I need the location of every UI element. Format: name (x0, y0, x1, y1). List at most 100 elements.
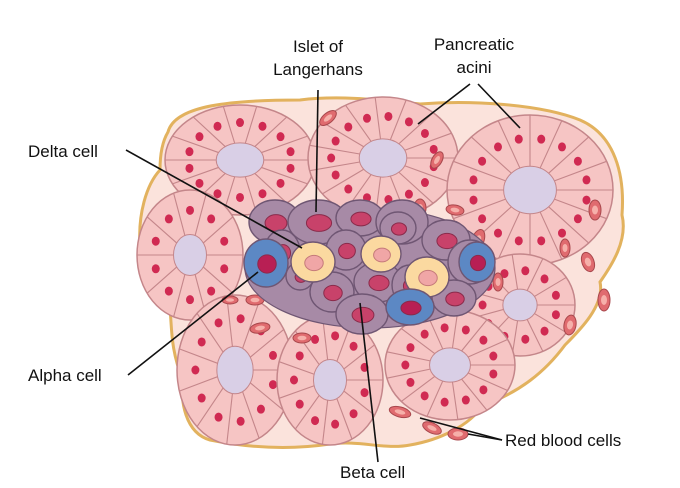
acinar-cell-wall (249, 329, 285, 358)
acinar-nucleus (331, 419, 340, 429)
acinar-cell-wall (401, 375, 436, 402)
acinar-nucleus (331, 331, 340, 341)
acinar-cell-wall (548, 206, 590, 244)
acinar-cell-wall (242, 391, 260, 439)
acinar-nucleus (236, 118, 244, 128)
acinar-nucleus (493, 142, 502, 152)
acinar-nucleus (331, 170, 340, 180)
acinar-nucleus (236, 192, 244, 202)
acinar-cell-wall (202, 266, 234, 294)
acinar-nucleus (214, 412, 223, 422)
acinar-nucleus (286, 163, 295, 173)
acinar-cell-wall (401, 328, 436, 355)
acinar-nucleus (478, 156, 487, 166)
leader-rbc-2 (467, 433, 503, 441)
acinar-nucleus (440, 323, 449, 333)
islet-of-langerhans (243, 199, 496, 335)
rbc-center (495, 277, 501, 287)
acinar-cell-wall (467, 338, 508, 358)
acinar-nucleus (268, 350, 277, 360)
rbc-center (297, 335, 307, 341)
acinar-cell-wall (470, 136, 512, 174)
acinar-nucleus (420, 391, 429, 401)
acinar-cell-wall (226, 393, 233, 445)
rbc-center (323, 114, 333, 122)
acinar-nucleus (276, 178, 285, 188)
acinar-nucleus (469, 175, 478, 185)
acinus-lumen (216, 345, 254, 395)
acinus (384, 309, 516, 421)
acinar-nucleus (558, 142, 567, 152)
red-blood-cell (245, 294, 265, 306)
acinar-nucleus (406, 343, 415, 353)
label-acini-line1: Pancreatic (434, 35, 515, 54)
acinar-nucleus (164, 286, 173, 296)
acinus-lumen (358, 138, 408, 178)
acinar-nucleus (440, 397, 449, 407)
acinar-nucleus (551, 290, 560, 300)
alpha-cell (243, 238, 289, 288)
acinar-nucleus (362, 113, 371, 123)
acinar-cell-wall (336, 398, 353, 440)
acinar-nucleus (489, 351, 498, 361)
delta-cell (290, 241, 336, 283)
acinar-nucleus (478, 300, 487, 310)
acinar-cell-wall (321, 400, 329, 445)
acinar-nucleus (214, 318, 223, 328)
acinar-cell-wall (196, 387, 224, 427)
acinar-nucleus (537, 236, 546, 246)
acinar-nucleus (406, 377, 415, 387)
acinar-cell-wall (404, 165, 452, 184)
red-blood-cell (292, 332, 312, 344)
red-blood-cell (422, 421, 442, 435)
acinar-nucleus (286, 147, 295, 157)
beta-cell (325, 229, 367, 271)
acinar-cell-wall (192, 116, 226, 147)
acinar-cell-wall (172, 166, 219, 185)
acinar-cell-wall (461, 319, 488, 352)
beta-cell-nucleus (445, 291, 465, 307)
beta-cell-nucleus (305, 214, 333, 232)
acinar-cell-wall (451, 381, 459, 420)
acinar-nucleus (479, 335, 488, 345)
acinar-nucleus (186, 295, 194, 305)
alpha-cell-nucleus (257, 254, 277, 274)
acinar-nucleus (514, 134, 523, 144)
acinar-nucleus (551, 310, 560, 320)
acinar-nucleus (514, 236, 523, 246)
acinar-nucleus (185, 163, 194, 173)
acinar-nucleus (207, 286, 216, 296)
acinar-cell-wall (374, 97, 382, 140)
acinar-cell-wall (202, 216, 234, 244)
red-blood-cell (430, 151, 444, 169)
acinar-cell-wall (249, 382, 285, 411)
acinar-nucleus (256, 404, 265, 414)
rbc-center (592, 205, 598, 215)
acinar-nucleus (461, 395, 470, 405)
acinar-nucleus (582, 195, 591, 205)
acinus (164, 104, 316, 216)
alpha-cell (385, 288, 435, 326)
acinar-nucleus (185, 147, 194, 157)
delta-cell-nucleus (373, 247, 391, 263)
rbc-center (226, 298, 234, 302)
acinar-cell-wall (461, 378, 488, 411)
label-red-blood-cells: Red blood cells (505, 431, 621, 450)
acinar-nucleus (258, 121, 267, 131)
rbc-center (427, 425, 437, 431)
red-blood-cell (559, 238, 571, 258)
acinar-cell-wall (539, 120, 563, 169)
acinar-cell-wall (345, 104, 372, 142)
acinar-cell-wall (548, 136, 590, 174)
acinar-nucleus (268, 380, 277, 390)
acinar-cell-wall (389, 99, 407, 141)
acinar-nucleus (151, 264, 160, 274)
acinar-cell-wall (511, 254, 519, 290)
beta-cell-nucleus (368, 274, 390, 292)
delta-cell (360, 235, 402, 273)
acinar-cell-wall (222, 106, 236, 144)
rbc-center (394, 409, 406, 415)
red-blood-cell (388, 405, 412, 419)
acinar-nucleus (195, 178, 204, 188)
acinar-nucleus (429, 144, 438, 154)
